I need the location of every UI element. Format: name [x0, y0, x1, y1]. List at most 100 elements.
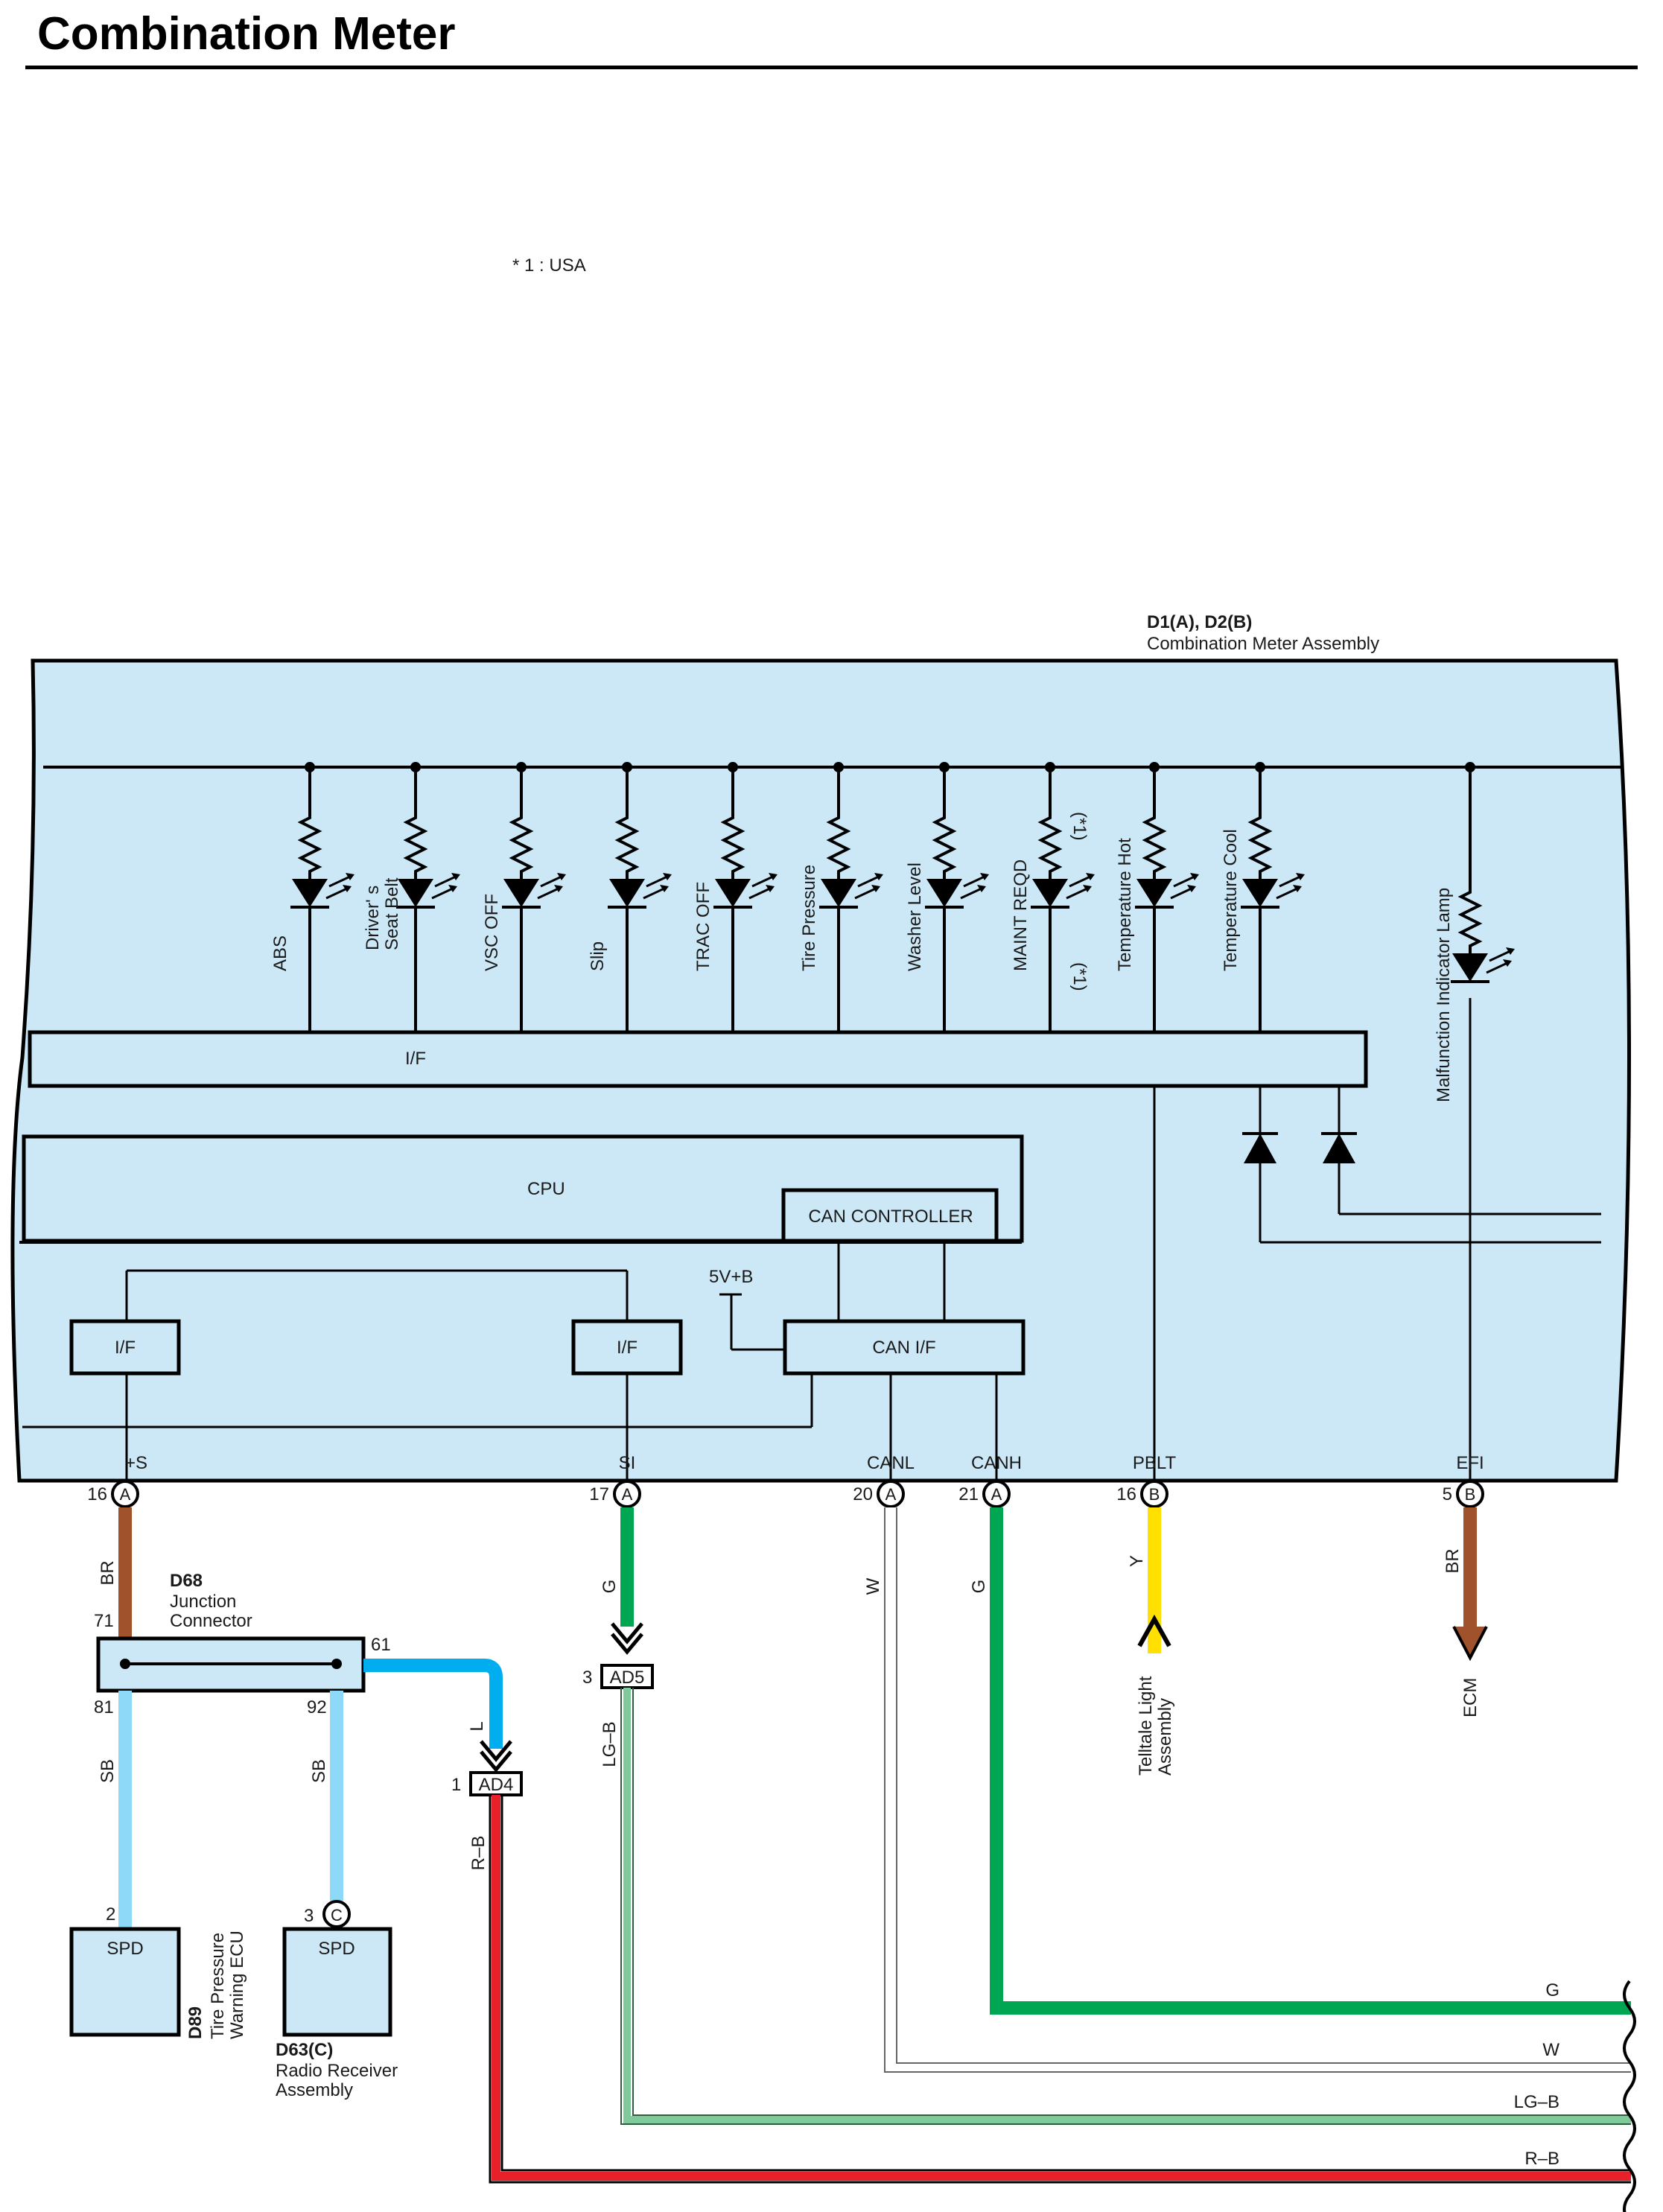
can-controller-label: CAN CONTROLLER — [808, 1207, 973, 1227]
terminal-CANH: CANH A 21 — [958, 1453, 1022, 1508]
terminal-circle — [1456, 1480, 1484, 1508]
wire-br-efi-label: BR — [1443, 1548, 1463, 1573]
terminal-signal: SI — [619, 1453, 636, 1473]
terminal-conn: A — [991, 1485, 1002, 1504]
lamp-7: MAINT REQD(*1)(*1) — [1011, 762, 1096, 1032]
svg-text:C: C — [331, 1906, 343, 1925]
connector-ad4-label: AD4 — [479, 1775, 514, 1795]
wire-g-canh — [990, 1507, 1631, 2015]
radio-conn-c — [322, 1900, 351, 1928]
radio-block — [282, 1927, 392, 2037]
terminal-pin: 5 — [1443, 1484, 1452, 1504]
if-left-block — [69, 1319, 181, 1376]
junction-pin-b: 92 — [307, 1697, 327, 1717]
lamp-0: ABS — [270, 762, 356, 1032]
lamp-label-5: Tire Pressure — [799, 865, 819, 971]
terminal-conn: A — [622, 1485, 633, 1504]
lamp-8: Temperature Hot — [1115, 762, 1201, 1032]
diode-a — [1244, 1134, 1276, 1163]
terminal-signal: EFI — [1456, 1453, 1484, 1473]
if-bus-block — [28, 1030, 1368, 1088]
tire-ecu-id: D89 — [185, 2006, 206, 2039]
lamp-label-3: Slip — [588, 941, 608, 971]
ecm-label: ECM — [1460, 1678, 1481, 1717]
wire-w-canl — [886, 1507, 1631, 2072]
lamp-4: TRAC OFF — [693, 762, 779, 1032]
terminal-signal: CANH — [971, 1453, 1022, 1473]
lamp-note-bottom-7: (*1) — [1069, 962, 1090, 991]
radio-spd: SPD — [318, 1939, 354, 1959]
wire-br-s-label: BR — [98, 1560, 118, 1585]
tire-ecu-name2: Warning ECU — [227, 1930, 247, 2039]
lamp-label2-1: Seat Belt — [382, 877, 402, 950]
wire-sb-2-label: SB — [309, 1759, 329, 1783]
footnote: * 1 : USA — [512, 255, 586, 276]
terminal-conn: A — [120, 1485, 131, 1504]
wire-sb-1-label: SB — [98, 1759, 118, 1783]
connector-ad5-pin: 3 — [582, 1668, 592, 1688]
lamp-label-1: Driver' s — [363, 886, 383, 950]
wire-g-canh-label: G — [969, 1580, 989, 1594]
junction-id: D68 — [170, 1571, 203, 1591]
connector-ad4 — [469, 1771, 523, 1796]
junction-name2: Connector — [170, 1611, 252, 1631]
lamp-10: Malfunction Indicator Lamp — [1434, 762, 1516, 1102]
lamp-label-9: Temperature Cool — [1221, 829, 1241, 971]
connector-ad5 — [600, 1664, 654, 1689]
radio-id: D63(C) — [276, 2040, 333, 2060]
terminal-pin: 21 — [958, 1484, 979, 1504]
wire-g-si-label: G — [600, 1580, 620, 1594]
lamp-2: VSC OFF — [482, 762, 567, 1032]
tire-ecu-spd: SPD — [106, 1939, 143, 1959]
terminal-pin: 16 — [1116, 1484, 1136, 1504]
junction-pin-a: 81 — [94, 1697, 114, 1717]
wire-lgb-label: LG–B — [600, 1721, 620, 1767]
wire-w-canl-label: W — [863, 1577, 883, 1595]
junction-pin-out: 61 — [371, 1635, 391, 1655]
connector-ad5-label: AD5 — [610, 1668, 645, 1688]
assembly-id: D1(A), D2(B) — [1147, 612, 1252, 632]
wire-lgb — [623, 1688, 1631, 2123]
wire-rb — [492, 1795, 1631, 2181]
junction-name1: Junction — [170, 1592, 236, 1612]
wire-rb-label: R–B — [468, 1836, 489, 1871]
supply-label: 5V+B — [709, 1267, 753, 1287]
radio-name1: Radio Receiver — [276, 2061, 398, 2081]
terminal-conn: B — [1465, 1485, 1476, 1504]
terminal-circle — [982, 1480, 1011, 1508]
terminal-EFI: EFI B5 — [1443, 1453, 1484, 1508]
wire-y-label: Y — [1127, 1555, 1147, 1567]
bus-label-1: W — [1542, 2040, 1559, 2060]
terminal-conn: B — [1149, 1485, 1160, 1504]
lamp-label-8: Temperature Hot — [1115, 838, 1135, 971]
tire-ecu-block — [69, 1927, 181, 2037]
terminal-circle — [613, 1480, 641, 1508]
lamp-3: Slip — [588, 762, 673, 1032]
terminal-signal: +S — [125, 1453, 147, 1473]
terminal-signal: CANL — [867, 1453, 915, 1473]
cpu-label: CPU — [527, 1179, 565, 1199]
title-rule — [25, 66, 1638, 69]
lamp-9: Temperature Cool — [1221, 762, 1306, 1032]
telltale-label-2: Assembly — [1155, 1698, 1175, 1776]
lamp-label-4: TRAC OFF — [693, 882, 713, 971]
if-mid-label: I/F — [617, 1338, 637, 1358]
terminal-circle — [1140, 1480, 1168, 1508]
page-title: Combination Meter — [37, 8, 456, 60]
lamp-label-7: MAINT REQD — [1011, 859, 1031, 971]
wire-l — [363, 1659, 503, 1749]
bus-label-3: R–B — [1524, 2149, 1559, 2169]
terminal-conn: A — [885, 1485, 897, 1504]
can-if-block — [783, 1319, 1026, 1376]
assembly-name: Combination Meter Assembly — [1147, 634, 1379, 654]
lamp-label-6: Washer Level — [905, 862, 925, 971]
lamp-label-10: Malfunction Indicator Lamp — [1434, 888, 1454, 1102]
lamp-label-2: VSC OFF — [482, 894, 502, 971]
